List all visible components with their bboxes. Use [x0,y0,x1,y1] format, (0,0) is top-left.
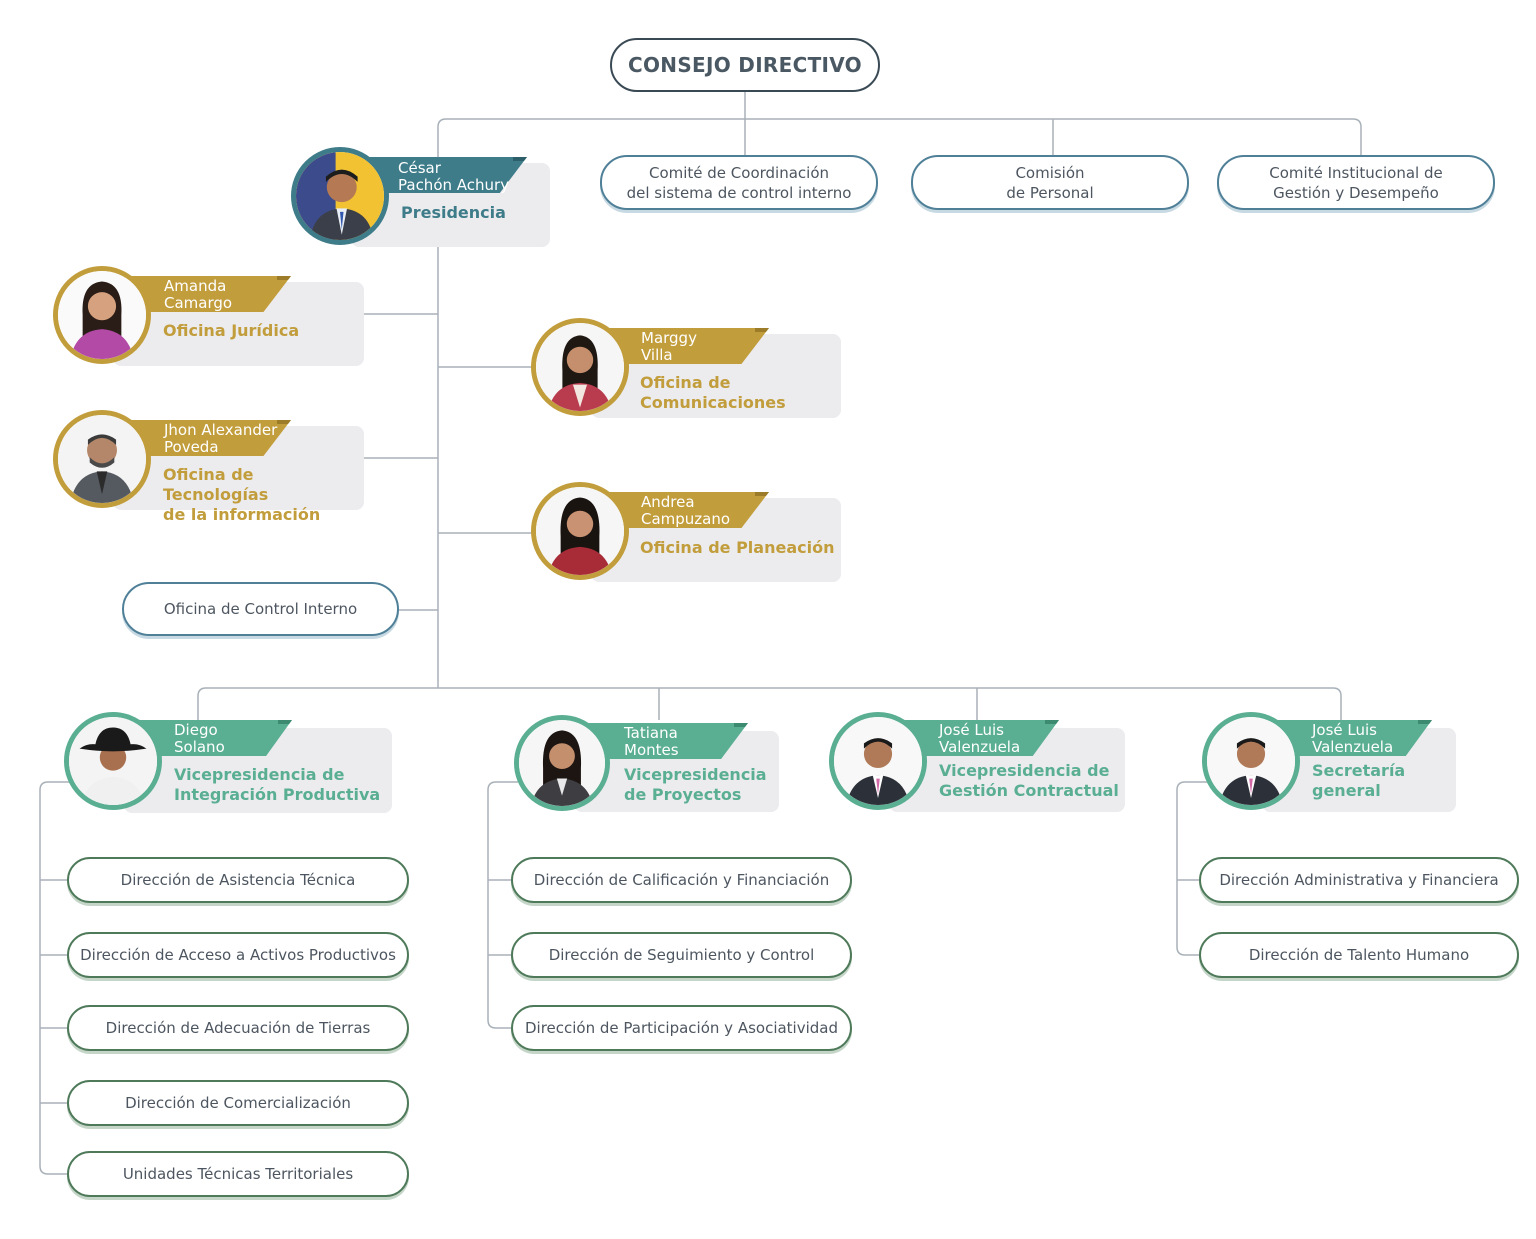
vp-role: Vicepresidencia de Gestión Contractual [939,761,1119,800]
vp-avatar [514,715,610,811]
committee-label: Comité Institucional de Gestión y Desemp… [1269,163,1443,202]
office-role: Oficina Jurídica [163,321,300,340]
presidency-card[interactable]: César Pachón Achury Presidencia [291,147,550,247]
vp-card-contract-management[interactable]: José Luis Valenzuela Vicepresidencia de … [829,712,1125,812]
office-card-technology[interactable]: Jhon Alexander Poveda Oficina de Tecnolo… [53,410,364,524]
person-silhouette-icon [1207,717,1295,805]
person-silhouette-icon [536,323,624,411]
office-avatar [53,266,151,364]
person-silhouette-icon [58,415,146,503]
presidency-role: Presidencia [401,203,506,222]
office-avatar [531,318,629,416]
committee-node[interactable]: Comité Institucional de Gestión y Desemp… [1217,155,1495,210]
unit-label: Dirección de Asistencia Técnica [120,871,356,889]
vp-card-projects[interactable]: Tatiana Montes Vicepresidencia de Proyec… [514,715,779,812]
unit-node[interactable]: Dirección de Participación y Asociativid… [511,1005,852,1051]
vp-avatar [1202,712,1300,810]
vp-role: Vicepresidencia de Integración Productiv… [174,765,381,804]
vp-role: Vicepresidencia de Proyectos [624,765,767,804]
office-role: Oficina de Tecnologías de la información [163,465,321,524]
control-office-label: Oficina de Control Interno [163,600,358,618]
office-role: Oficina de Planeación [640,538,835,557]
vp-person-name: José Luis Valenzuela [1312,721,1394,756]
unit-label: Dirección Administrativa y Financiera [1219,871,1499,889]
council-node[interactable]: CONSEJO DIRECTIVO [610,38,880,92]
office-card-planning[interactable]: Andrea Campuzano Oficina de Planeación [531,482,841,582]
vp-avatar [829,712,927,810]
vp-role: Secretaría general [1312,761,1406,800]
unit-label: Dirección de Calificación y Financiación [533,871,830,889]
council-label: CONSEJO DIRECTIVO [628,53,862,77]
committee-label: Comisión de Personal [1006,163,1094,202]
vp-person-name: José Luis Valenzuela [939,721,1021,756]
unit-node[interactable]: Dirección de Adecuación de Tierras [67,1005,409,1051]
person-silhouette-icon [58,271,146,359]
person-silhouette-icon [519,720,605,806]
unit-node[interactable]: Dirección de Comercialización [67,1080,409,1126]
unit-node[interactable]: Dirección de Talento Humano [1199,932,1519,978]
presidency-avatar [291,147,389,245]
unit-label: Dirección de Comercialización [125,1094,351,1112]
office-card-communications[interactable]: Marggy Villa Oficina de Comunicaciones [531,318,841,418]
person-silhouette-icon [834,717,922,805]
office-card-legal[interactable]: Amanda Camargo Oficina Jurídica [53,266,364,366]
unit-label: Dirección de Talento Humano [1248,946,1470,964]
vp-avatar [64,712,162,810]
vp-person-name: Diego Solano [174,721,225,756]
control-office-node[interactable]: Oficina de Control Interno [122,582,399,636]
presidency-person-name: César Pachón Achury [398,159,510,194]
vp-person-name: Tatiana Montes [624,724,679,759]
committee-node[interactable]: Comisión de Personal [911,155,1189,210]
vp-card-general-secretariat[interactable]: José Luis Valenzuela Secretaría general [1202,712,1456,812]
person-silhouette-icon [296,152,384,240]
unit-node[interactable]: Dirección de Calificación y Financiación [511,857,852,903]
unit-node[interactable]: Dirección de Seguimiento y Control [511,932,852,978]
unit-label: Unidades Técnicas Territoriales [122,1165,354,1183]
office-role: Oficina de Comunicaciones [640,373,786,412]
office-person-name: Andrea Campuzano [641,493,731,528]
unit-label: Dirección de Adecuación de Tierras [105,1019,371,1037]
committee-node[interactable]: Comité de Coordinación del sistema de co… [600,155,878,210]
person-silhouette-icon [536,487,624,575]
vp-card-productive-integration[interactable]: Diego Solano Vicepresidencia de Integrac… [64,712,392,813]
office-avatar [531,482,629,580]
office-avatar [53,410,151,508]
unit-label: Dirección de Seguimiento y Control [548,946,815,964]
unit-node[interactable]: Dirección de Asistencia Técnica [67,857,409,903]
committee-label: Comité de Coordinación del sistema de co… [626,163,852,202]
person-silhouette-icon [69,717,157,805]
office-person-name: Jhon Alexander Poveda [164,421,278,456]
unit-node[interactable]: Unidades Técnicas Territoriales [67,1151,409,1197]
office-person-name: Marggy Villa [641,329,697,364]
office-person-name: Amanda Camargo [164,277,233,312]
unit-label: Dirección de Participación y Asociativid… [524,1019,839,1037]
unit-label: Dirección de Acceso a Activos Productivo… [80,946,396,964]
unit-node[interactable]: Dirección de Acceso a Activos Productivo… [67,932,409,978]
unit-node[interactable]: Dirección Administrativa y Financiera [1199,857,1519,903]
